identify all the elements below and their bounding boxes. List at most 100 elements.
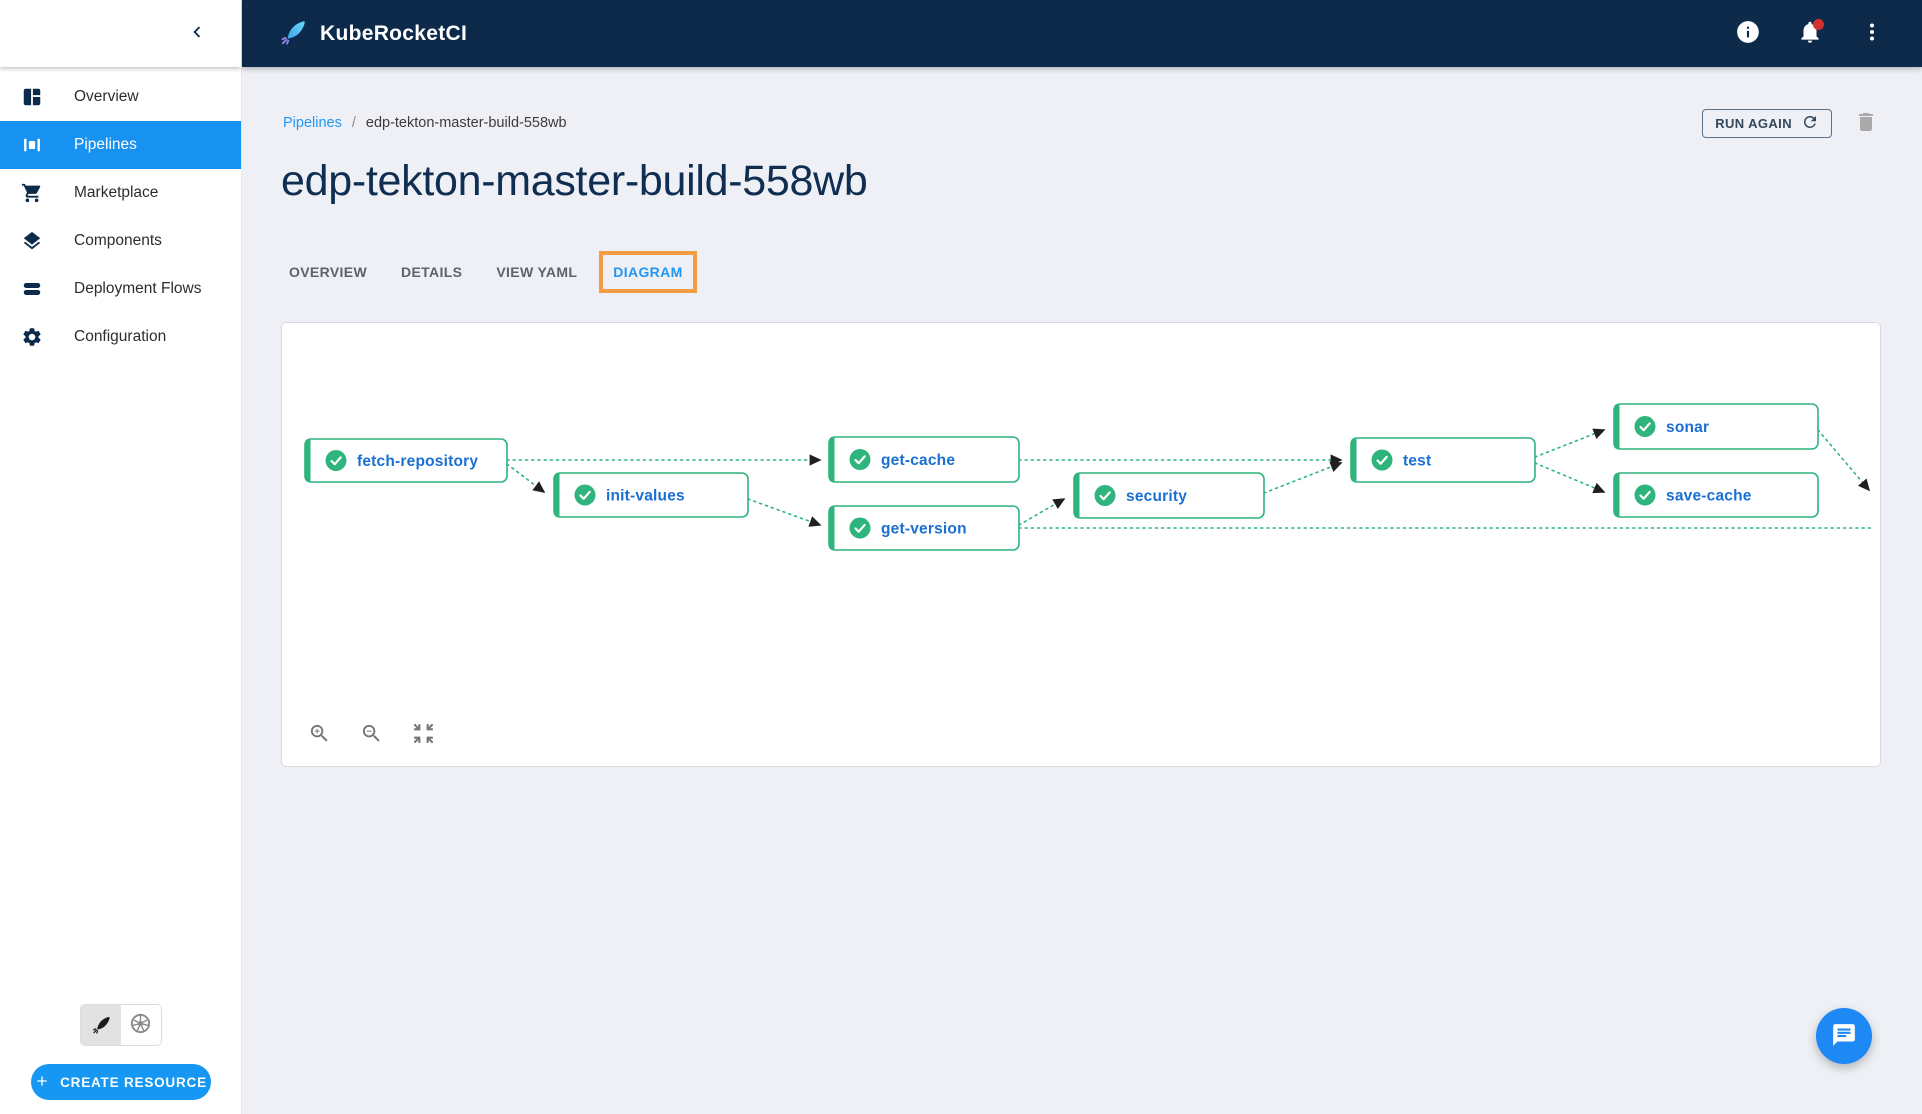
zoom-fit-icon	[411, 721, 436, 749]
tab-diagram[interactable]: DIAGRAM	[599, 251, 697, 293]
info-icon	[1735, 19, 1761, 48]
trash-icon	[1854, 110, 1878, 137]
sidebar-item-configuration[interactable]: Configuration	[0, 313, 241, 361]
rocket-icon	[90, 1013, 112, 1038]
dashboard-icon	[20, 85, 44, 109]
diagram-node-get-version[interactable]: get-version	[828, 505, 1020, 551]
create-resource-button[interactable]: CREATE RESOURCE	[30, 1064, 211, 1100]
tab-bar: OVERVIEW DETAILS VIEW YAML DIAGRAM	[272, 250, 702, 294]
kubernetes-view-button[interactable]	[120, 1005, 161, 1045]
status-success-icon	[574, 484, 596, 506]
sidebar-item-label: Components	[74, 232, 162, 249]
diagram-node-test[interactable]: test	[1350, 437, 1536, 483]
diagram-node-security[interactable]: security	[1073, 472, 1265, 519]
status-success-icon	[1634, 484, 1656, 506]
diagram-node-label: sonar	[1666, 419, 1709, 436]
sidebar-item-marketplace[interactable]: Marketplace	[0, 169, 241, 217]
diagram-node-init-values[interactable]: init-values	[553, 472, 749, 518]
sidebar-item-deployment-flows[interactable]: Deployment Flows	[0, 265, 241, 313]
sidebar-menu: Overview Pipelines Marketplace Component…	[0, 73, 241, 361]
gear-icon	[20, 325, 44, 349]
tab-view-yaml[interactable]: VIEW YAML	[484, 251, 589, 293]
delete-button[interactable]	[1854, 110, 1878, 137]
diagram-node-sonar[interactable]: sonar	[1613, 403, 1819, 450]
cart-icon	[20, 181, 44, 205]
diagram-node-label: save-cache	[1666, 488, 1752, 505]
status-success-icon	[1634, 416, 1656, 437]
app-title: KubeRocketCI	[320, 21, 468, 45]
breadcrumb-separator: /	[351, 115, 356, 131]
info-button[interactable]	[1730, 16, 1766, 52]
notifications-button[interactable]	[1792, 16, 1828, 52]
app-logo[interactable]: KubeRocketCI	[278, 16, 467, 51]
sidebar-item-label: Pipelines	[74, 136, 137, 153]
chat-icon	[1831, 1022, 1857, 1051]
pipelines-icon	[20, 133, 44, 157]
diagram-node-label: init-values	[606, 488, 685, 505]
pipeline-diagram-svg[interactable]: fetch-repository init-values get-cache get-…	[282, 323, 1880, 766]
sidebar-bottom: CREATE RESOURCE	[0, 1004, 241, 1114]
diagram-node-label: fetch-repository	[357, 453, 478, 470]
tab-overview[interactable]: OVERVIEW	[277, 251, 379, 293]
chevron-left-icon	[186, 21, 208, 46]
status-success-icon	[325, 450, 347, 471]
stack-icon	[20, 277, 44, 301]
diagram-edge-security-test	[1263, 461, 1343, 494]
page-title: edp-tekton-master-build-558wb	[281, 157, 868, 205]
status-success-icon	[1371, 449, 1393, 471]
create-resource-label: CREATE RESOURCE	[60, 1074, 207, 1090]
kubernetes-icon	[129, 1012, 152, 1038]
collapse-sidebar-button[interactable]	[181, 18, 213, 50]
sidebar: Overview Pipelines Marketplace Component…	[0, 0, 242, 1114]
view-switcher	[79, 1004, 162, 1046]
app-header: KubeRocketCI	[242, 0, 1922, 67]
breadcrumb: Pipelines / edp-tekton-master-build-558w…	[283, 115, 567, 131]
breadcrumb-current: edp-tekton-master-build-558wb	[365, 115, 567, 131]
sidebar-item-label: Marketplace	[74, 184, 159, 201]
run-again-label: RUN AGAIN	[1715, 116, 1792, 131]
sidebar-item-components[interactable]: Components	[0, 217, 241, 265]
diagram-node-label: get-version	[881, 521, 967, 538]
diagram-node-fetch-repository[interactable]: fetch-repository	[304, 438, 508, 483]
kebab-menu-icon	[1860, 20, 1884, 47]
diagram-edge-get-version-security	[1018, 498, 1066, 526]
sidebar-header	[0, 0, 241, 67]
status-success-icon	[1094, 485, 1116, 506]
run-again-button[interactable]: RUN AGAIN	[1702, 109, 1832, 138]
sidebar-item-pipelines[interactable]: Pipelines	[0, 121, 241, 169]
diagram-node-label: test	[1403, 453, 1431, 470]
diagram-edge-test-sonar	[1534, 428, 1606, 458]
fit-view-button[interactable]	[408, 720, 438, 750]
status-success-icon	[849, 449, 871, 470]
main-content: Pipelines / edp-tekton-master-build-558w…	[242, 67, 1922, 1114]
chat-fab-button[interactable]	[1816, 1008, 1872, 1064]
rocket-logo-icon	[278, 16, 308, 51]
zoom-out-button[interactable]	[356, 720, 386, 750]
diagram-edge-sonar-finish	[1817, 429, 1871, 492]
breadcrumb-link-pipelines[interactable]: Pipelines	[283, 115, 342, 131]
refresh-icon	[1801, 113, 1819, 134]
page-actions: RUN AGAIN	[1702, 109, 1878, 138]
sidebar-item-label: Overview	[74, 88, 139, 105]
sidebar-item-label: Configuration	[74, 328, 167, 345]
rocket-view-button[interactable]	[80, 1005, 121, 1045]
sidebar-item-label: Deployment Flows	[74, 280, 202, 297]
tab-details[interactable]: DETAILS	[389, 251, 474, 293]
sidebar-item-overview[interactable]: Overview	[0, 73, 241, 121]
zoom-in-icon	[308, 722, 331, 748]
diagram-node-save-cache[interactable]: save-cache	[1613, 472, 1819, 518]
zoom-in-button[interactable]	[304, 720, 334, 750]
layers-icon	[20, 229, 44, 253]
notification-badge	[1813, 18, 1824, 30]
header-actions	[1730, 16, 1890, 52]
diagram-node-label: security	[1126, 488, 1187, 505]
plus-icon	[34, 1073, 50, 1092]
diagram-zoom-controls	[304, 720, 438, 750]
kebab-menu-button[interactable]	[1854, 16, 1890, 52]
diagram-edge-fetch-repository-init-values	[506, 463, 546, 493]
zoom-out-icon	[360, 722, 383, 748]
diagram-node-get-cache[interactable]: get-cache	[828, 436, 1020, 483]
pipeline-diagram-card: fetch-repository init-values get-cache get-…	[281, 322, 1881, 767]
status-success-icon	[849, 517, 871, 539]
